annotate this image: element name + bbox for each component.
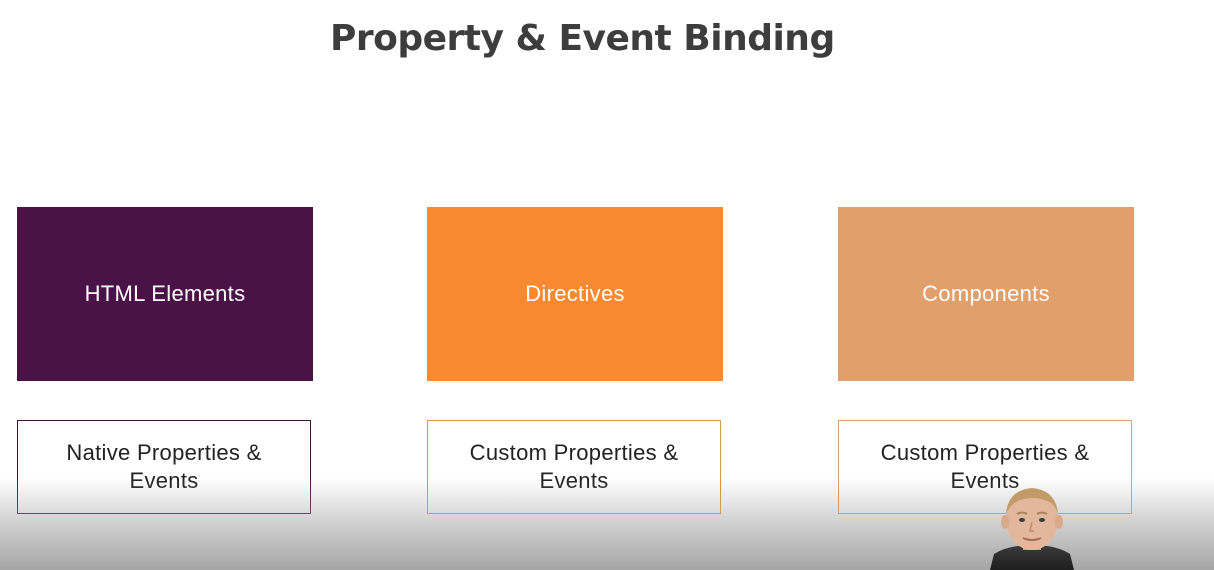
tile-html-elements: HTML Elements xyxy=(17,207,313,381)
presenter-avatar-icon xyxy=(990,488,1074,570)
detail-box-directives: Custom Properties & Events xyxy=(427,420,721,514)
detail-label: Custom Properties & Events xyxy=(469,440,679,493)
detail-box-components: Custom Properties & Events xyxy=(838,420,1132,514)
tile-directives: Directives xyxy=(427,207,723,381)
tile-label: HTML Elements xyxy=(84,281,246,306)
tile-components: Components xyxy=(838,207,1134,381)
slide-title: Property & Event Binding xyxy=(330,18,835,59)
tile-label: Components xyxy=(922,281,1050,306)
detail-label: Native Properties & Events xyxy=(66,440,262,493)
tile-label: Directives xyxy=(525,281,625,306)
presenter-webcam-icon xyxy=(990,484,1074,570)
detail-box-native: Native Properties & Events xyxy=(17,420,311,514)
